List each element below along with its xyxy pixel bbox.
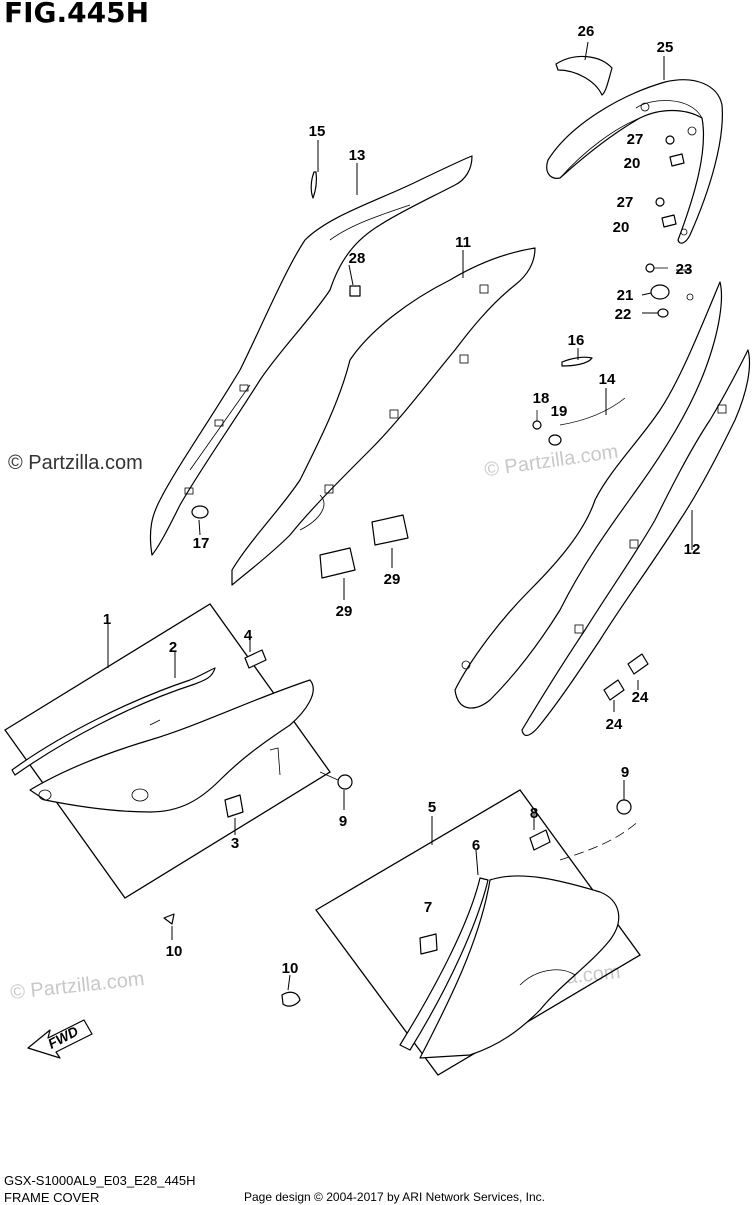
callout-3: 3 bbox=[231, 835, 239, 852]
callout-4: 4 bbox=[244, 627, 253, 644]
callout-7: 7 bbox=[424, 899, 432, 916]
part-16-drawing bbox=[561, 356, 593, 367]
callout-19: 19 bbox=[551, 403, 568, 420]
callout-21: 21 bbox=[617, 287, 634, 304]
model-code: GSX-S1000AL9_E03_E28_445H bbox=[4, 1173, 196, 1188]
callout-12: 12 bbox=[684, 541, 701, 558]
callout-20: 20 bbox=[613, 219, 630, 236]
part-25-drawing bbox=[546, 79, 723, 244]
part-4-drawing bbox=[244, 649, 267, 669]
part-26-drawing bbox=[555, 55, 613, 96]
callout-27: 27 bbox=[627, 131, 644, 148]
part-22-drawing bbox=[657, 308, 669, 318]
part-19-drawing bbox=[548, 434, 562, 446]
callout-5: 5 bbox=[428, 799, 436, 816]
part-6-drawing bbox=[399, 877, 489, 1051]
fwd-arrow: FWD bbox=[27, 1019, 93, 1059]
callout-13: 13 bbox=[349, 147, 366, 164]
callout-8: 8 bbox=[530, 805, 538, 822]
part-24a-drawing bbox=[603, 679, 625, 701]
part-1-drawing bbox=[29, 679, 314, 813]
callout-10: 10 bbox=[166, 943, 183, 960]
figure-title: FIG.445H bbox=[4, 0, 150, 29]
callout-14: 14 bbox=[599, 371, 616, 388]
part-28-drawing bbox=[349, 285, 361, 297]
part-3-drawing bbox=[224, 794, 244, 818]
part-27a-drawing bbox=[665, 135, 675, 145]
part-29b-drawing bbox=[371, 514, 409, 546]
part-10a-drawing bbox=[163, 913, 175, 925]
part-24b-drawing bbox=[627, 653, 649, 675]
part-20b-drawing bbox=[661, 214, 677, 228]
callout-28: 28 bbox=[349, 250, 366, 267]
section-name: FRAME COVER bbox=[4, 1190, 100, 1205]
callout-29: 29 bbox=[384, 571, 401, 588]
part-15-drawing bbox=[310, 171, 317, 199]
watermark-partzilla: © Partzilla.com bbox=[8, 452, 143, 474]
part-27b-drawing bbox=[655, 197, 665, 207]
part-11-drawing bbox=[231, 247, 536, 586]
callout-11: 11 bbox=[455, 234, 471, 251]
callout-24: 24 bbox=[606, 716, 623, 733]
copyright-credit: Page design © 2004-2017 by ARI Network S… bbox=[244, 1190, 546, 1204]
part-5-box bbox=[315, 789, 641, 1076]
part-9a-drawing bbox=[337, 774, 353, 790]
part-10b-drawing bbox=[281, 991, 301, 1007]
callout-10: 10 bbox=[282, 960, 299, 977]
part-5-drawing bbox=[419, 875, 620, 1059]
callout-27: 27 bbox=[617, 194, 634, 211]
callout-18: 18 bbox=[533, 390, 550, 407]
part-2-drawing bbox=[11, 667, 216, 776]
part-13-drawing bbox=[149, 155, 473, 556]
callout-29: 29 bbox=[336, 603, 353, 620]
part-8-drawing bbox=[529, 829, 551, 851]
callout-6: 6 bbox=[472, 837, 480, 854]
callout-9: 9 bbox=[621, 764, 629, 781]
part-1-box bbox=[4, 603, 331, 899]
callout-20: 20 bbox=[624, 155, 641, 172]
callout-26: 26 bbox=[578, 23, 595, 40]
part-17-drawing bbox=[191, 505, 209, 519]
callout-23: 23 bbox=[676, 261, 693, 278]
callout-2: 2 bbox=[169, 639, 177, 656]
part-29a-drawing bbox=[319, 547, 356, 579]
part-9b-drawing bbox=[616, 799, 632, 815]
part-12-drawing bbox=[521, 349, 751, 737]
part-18-drawing bbox=[532, 420, 542, 430]
part-14-drawing bbox=[454, 281, 723, 709]
callout-16: 16 bbox=[568, 332, 585, 349]
callout-22: 22 bbox=[615, 306, 632, 323]
part-21-drawing bbox=[650, 284, 670, 300]
part-23-drawing bbox=[645, 263, 655, 273]
callout-24: 24 bbox=[632, 689, 649, 706]
callout-15: 15 bbox=[309, 123, 326, 140]
part-7-drawing bbox=[419, 933, 438, 955]
part-20a-drawing bbox=[669, 153, 685, 167]
callout-1: 1 bbox=[103, 611, 111, 628]
callout-25: 25 bbox=[657, 39, 674, 56]
callout-9: 9 bbox=[339, 813, 347, 830]
callout-17: 17 bbox=[193, 535, 210, 552]
